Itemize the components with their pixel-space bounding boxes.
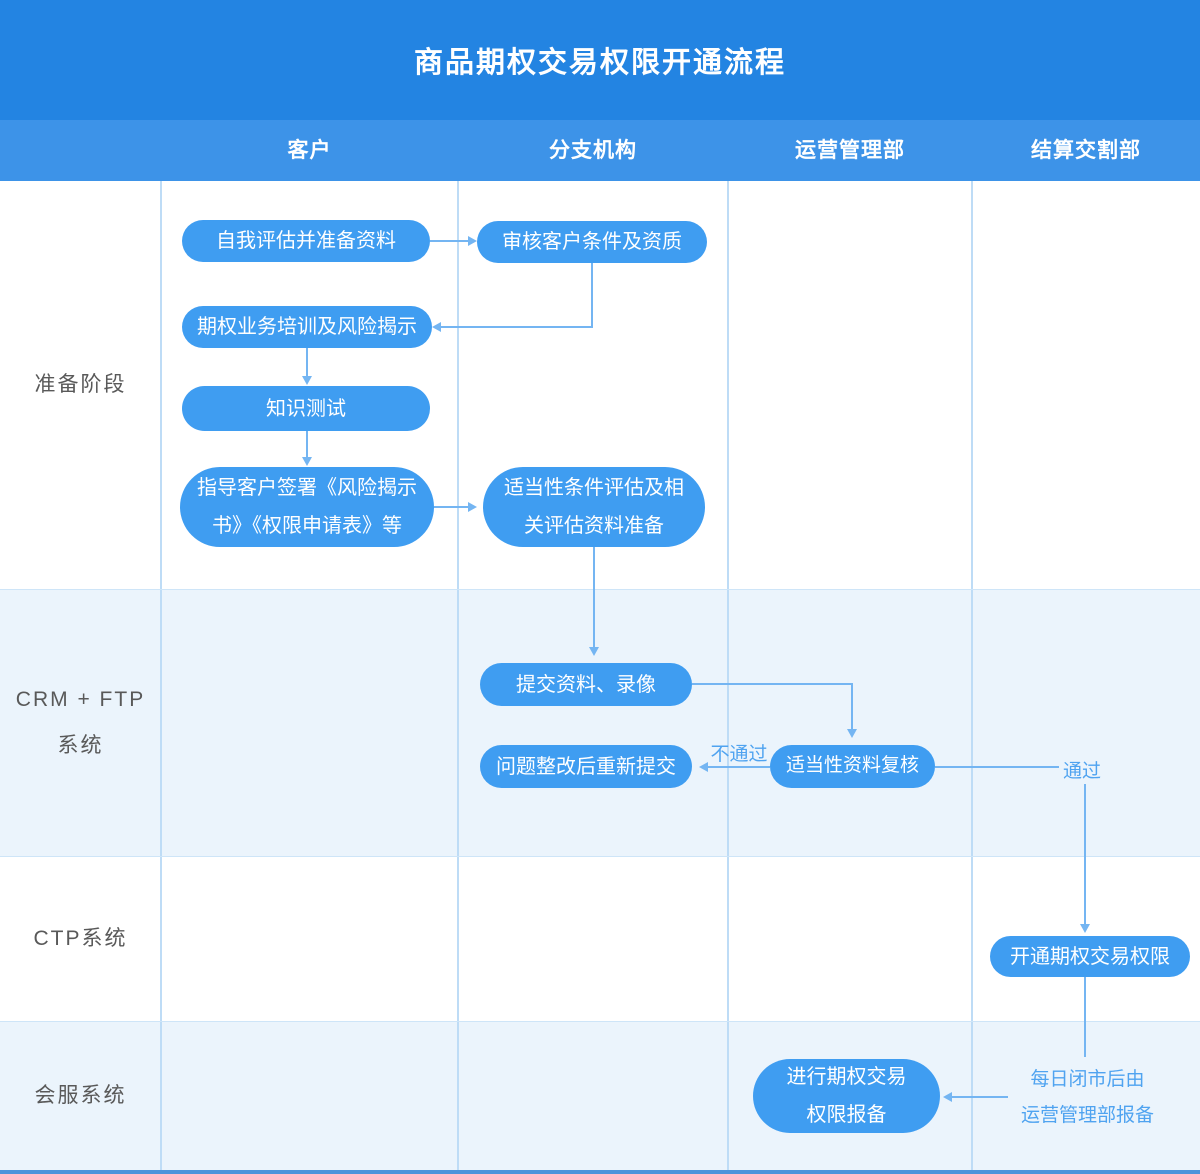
grid-vline-1 [160,181,162,1170]
connector-recheck-resubmit [708,766,770,768]
connector-submit-recheck-v [851,683,853,729]
connector-pass-open-v [1084,784,1086,924]
connector-review-training-h [441,326,593,328]
lane-label-preparation: 准备阶段 [34,373,127,396]
node-permission-filing: 进行期权交易 权限报备 [753,1059,940,1133]
bottom-border [0,1170,1200,1174]
column-header-settlement: 结算交割部 [1031,139,1141,162]
connector-submit-recheck-h [692,683,853,685]
arrowhead-test-signdocs [302,457,312,466]
node-knowledge-test: 知识测试 [182,386,430,431]
page-title: 商品期权交易权限开通流程 [413,47,786,79]
node-review-customer: 审核客户条件及资质 [477,221,707,263]
arrowhead-recheck-resubmit [699,762,708,772]
node-open-permission: 开通期权交易权限 [990,936,1190,977]
row-crm-ftp-bg [0,590,1200,857]
connector-training-test [306,348,308,376]
node-training: 期权业务培训及风险揭示 [182,306,432,348]
connector-selfassess-review [430,240,468,242]
grid-vline-4 [971,181,973,1170]
edge-label-pass: 通过 [1063,761,1102,782]
connector-open-note [1084,977,1086,1057]
node-suitability-assess: 适当性条件评估及相 关评估资料准备 [483,467,705,547]
node-resubmit: 问题整改后重新提交 [480,745,692,788]
edge-label-fail: 不通过 [710,744,768,765]
swimlane-header: 客户 分支机构 运营管理部 结算交割部 [0,120,1200,181]
lane-label-crm-ftp: CRM + FTP 系统 [15,688,146,757]
lane-label-ctp: CTP系统 [33,927,128,950]
grid-hline-3 [0,1021,1200,1022]
node-suitability-recheck: 适当性资料复核 [770,745,935,788]
connector-signdocs-assess [434,506,468,508]
arrowhead-assess-submit [589,647,599,656]
title-bar: 商品期权交易权限开通流程 [0,0,1200,120]
lane-label-service: 会服系统 [34,1084,127,1107]
arrowhead-signdocs-assess [468,502,477,512]
connector-note-filing [952,1096,1008,1098]
grid-vline-3 [727,181,729,1170]
note-daily-filing: 每日闭市后由 运营管理部报备 [1020,1069,1154,1126]
arrowhead-note-filing [943,1092,952,1102]
connector-recheck-pass-h [935,766,1059,768]
column-header-branch: 分支机构 [549,139,637,162]
connector-test-signdocs [306,431,308,457]
grid-hline-1 [0,589,1200,590]
column-header-customer: 客户 [287,139,332,162]
grid-hline-2 [0,856,1200,857]
column-header-operations: 运营管理部 [795,139,905,162]
node-self-assess: 自我评估并准备资料 [182,220,430,262]
arrowhead-training-test [302,376,312,385]
grid-vline-2 [457,181,459,1170]
arrowhead-selfassess-review [468,236,477,246]
connector-assess-submit [593,547,595,647]
arrowhead-pass-open [1080,924,1090,933]
arrowhead-submit-recheck [847,729,857,738]
node-sign-docs: 指导客户签署《风险揭示 书》《权限申请表》等 [180,467,434,547]
node-submit-materials: 提交资料、录像 [480,663,692,706]
connector-review-training-v [591,263,593,327]
arrowhead-review-training [432,322,441,332]
